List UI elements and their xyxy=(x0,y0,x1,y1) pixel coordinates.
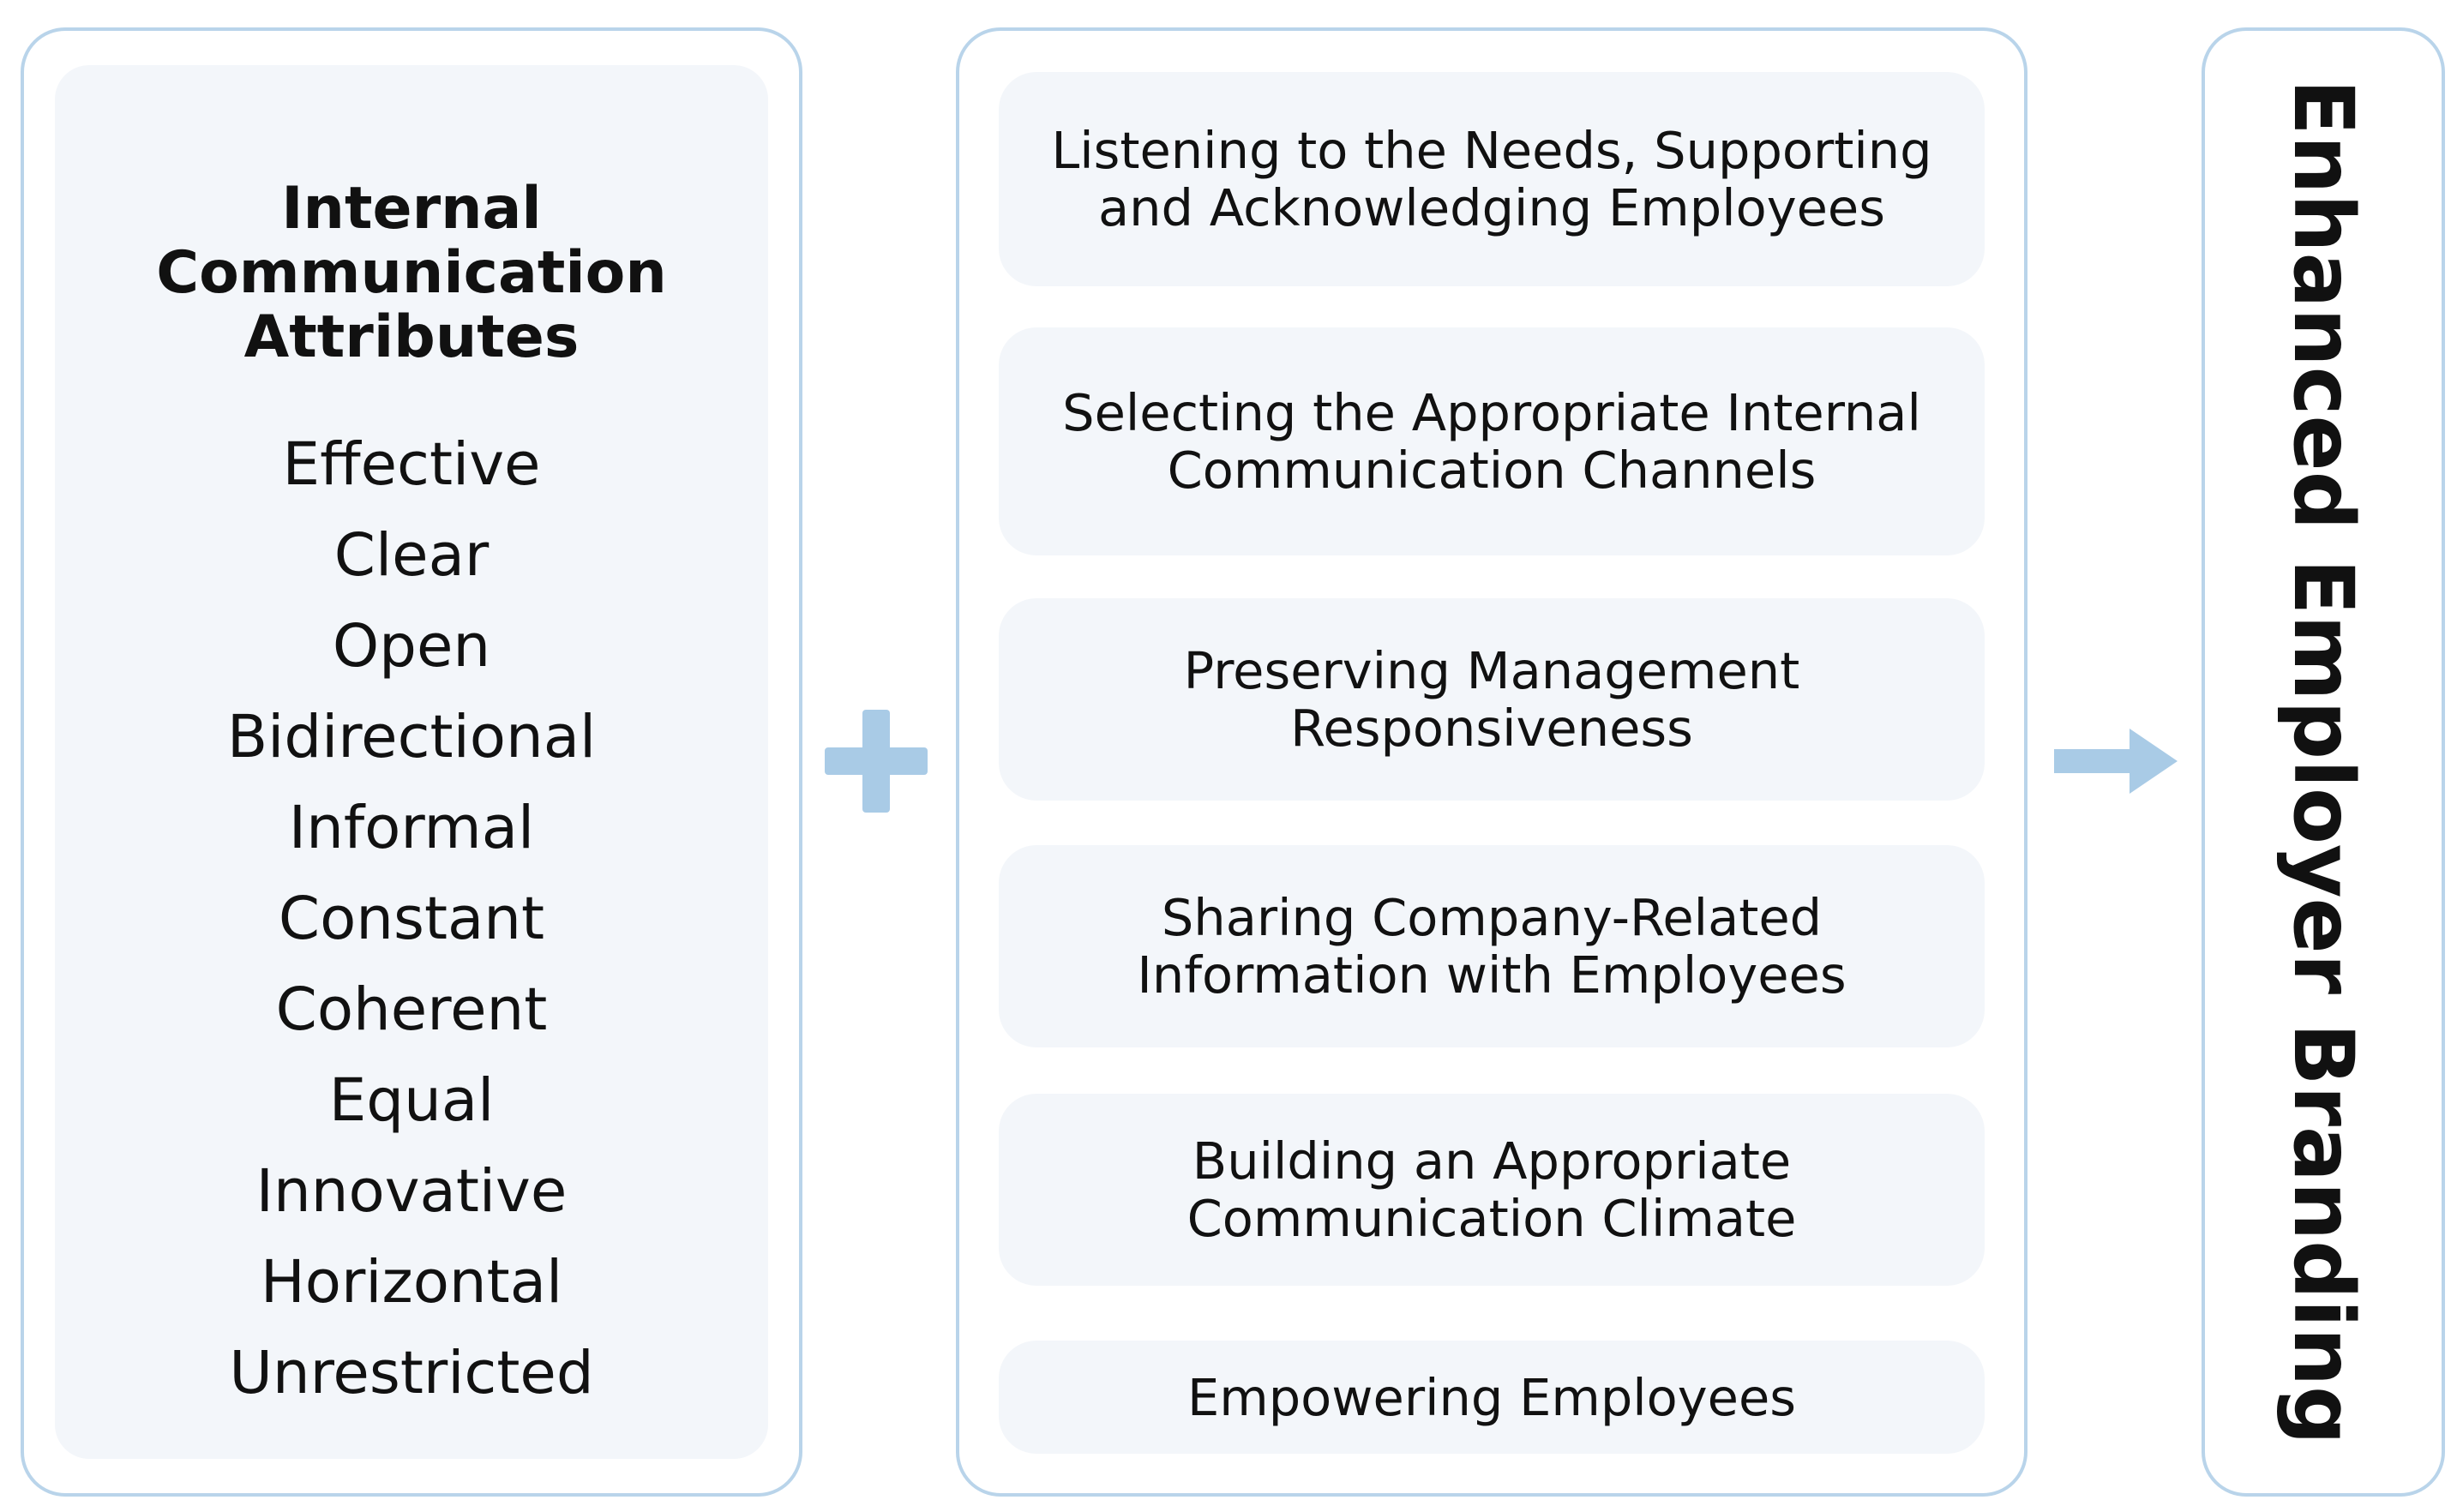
practice-box: Selecting the Appropriate Internal Commu… xyxy=(999,327,1985,555)
attribute-item: Equal xyxy=(328,1066,495,1135)
attribute-item: Informal xyxy=(288,794,535,862)
practice-label: Selecting the Appropriate Internal Commu… xyxy=(1062,383,1921,500)
outcome-label: Enhanced Employer Branding xyxy=(2275,79,2371,1445)
practice-box: Preserving Management Responsiveness xyxy=(999,598,1985,801)
practice-label: Listening to the Needs, Supporting and A… xyxy=(1051,121,1932,237)
practice-label: Building an Appropriate Communication Cl… xyxy=(1186,1131,1797,1248)
practice-box: Building an Appropriate Communication Cl… xyxy=(999,1094,1985,1286)
attribute-item: Open xyxy=(332,612,491,681)
outcome-panel: Enhanced Employer Branding xyxy=(2202,27,2445,1497)
attributes-title: Internal Communication Attributes xyxy=(156,175,667,371)
practice-label: Preserving Management Responsiveness xyxy=(1183,641,1800,758)
attributes-panel-inner: Internal Communication Attributes Effect… xyxy=(55,65,768,1459)
practice-box: Empowering Employees xyxy=(999,1341,1985,1454)
practice-box: Listening to the Needs, Supporting and A… xyxy=(999,72,1985,286)
attribute-item: Innovative xyxy=(255,1157,568,1226)
practices-panel: Listening to the Needs, Supporting and A… xyxy=(956,27,2027,1497)
attribute-item: Bidirectional xyxy=(226,703,597,771)
attribute-item: Clear xyxy=(333,521,490,590)
right-arrow-icon xyxy=(2054,729,2178,794)
attribute-item: Constant xyxy=(278,885,545,953)
attribute-item: Unrestricted xyxy=(229,1339,594,1407)
practice-box: Sharing Company-Related Information with… xyxy=(999,845,1985,1047)
attribute-item: Horizontal xyxy=(260,1248,563,1317)
attribute-item: Effective xyxy=(282,430,541,499)
plus-icon xyxy=(825,710,928,813)
attribute-item: Coherent xyxy=(275,975,548,1044)
practice-label: Empowering Employees xyxy=(1186,1367,1797,1427)
attributes-panel: Internal Communication Attributes Effect… xyxy=(21,27,802,1497)
practice-label: Sharing Company-Related Information with… xyxy=(1137,888,1847,1005)
